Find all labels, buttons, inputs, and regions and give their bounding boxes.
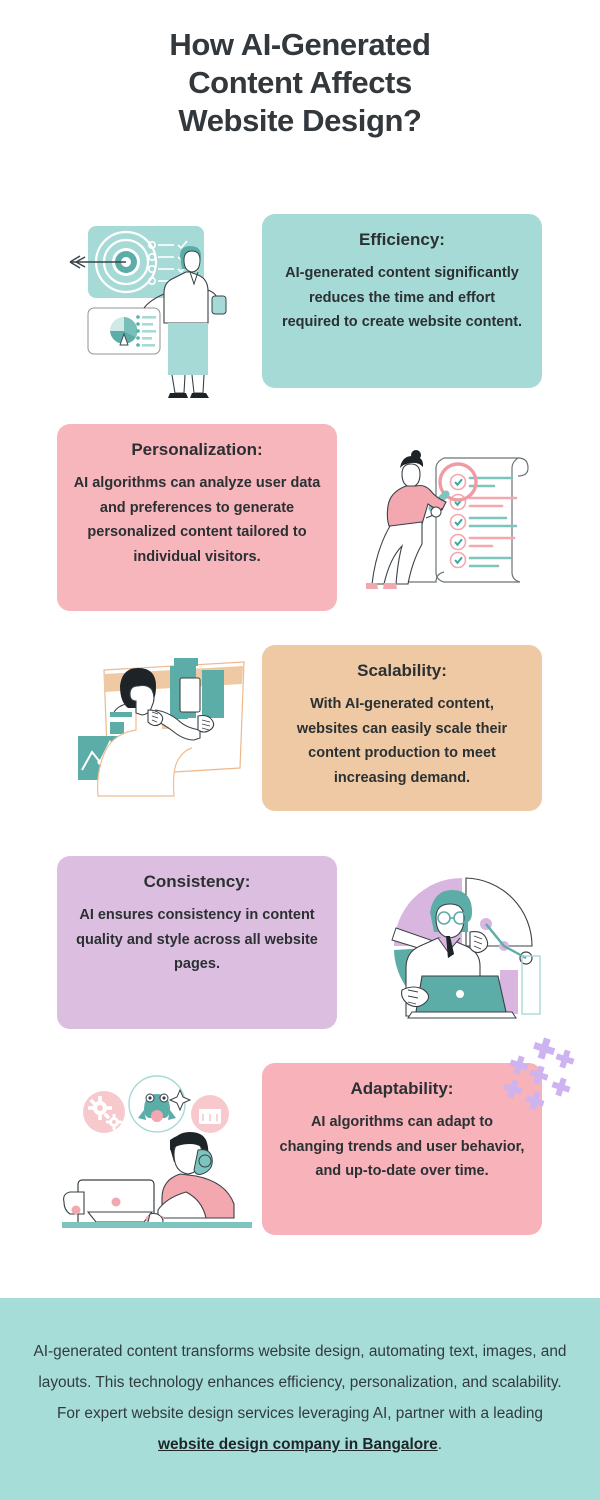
card-scalability-title: Scalability:: [357, 661, 447, 680]
page-title-line-3: Website Design?: [178, 103, 422, 138]
page-title: How AI-Generated Content Affects Website…: [0, 26, 600, 140]
card-consistency-body: AI ensures consistency in content qualit…: [76, 907, 318, 972]
page-title-line-2: Content Affects: [188, 65, 412, 100]
checklist-magnifier-illustration: [366, 450, 529, 589]
card-efficiency-body: AI-generated content significantly reduc…: [281, 265, 523, 330]
target-presentation-illustration: [69, 226, 227, 398]
card-personalization-body: AI algorithms can analyze user data and …: [73, 475, 321, 565]
card-consistency-title: Consistency:: [143, 872, 251, 891]
layout-builder-illustration: [78, 658, 245, 797]
footer-text-after-link: .: [437, 1436, 442, 1453]
sparkle-decoration-icon: [503, 1037, 575, 1111]
footer-text-before-link: AI-generated content transforms website …: [33, 1343, 567, 1422]
card-efficiency-title: Efficiency:: [359, 230, 445, 249]
desk-computer-illustration: ~~~~~~~~: [62, 1075, 252, 1228]
card-scalability: Scalability: With AI-generated content, …: [262, 645, 542, 811]
card-scalability-body: With AI-generated content, websites can …: [296, 696, 508, 786]
footer-text: AI-generated content transforms website …: [28, 1336, 572, 1460]
card-personalization-title: Personalization:: [131, 440, 263, 459]
card-adaptability-title: Adaptability:: [350, 1079, 454, 1098]
card-consistency: Consistency: AI ensures consistency in c…: [57, 856, 337, 1029]
card-personalization: Personalization: AI algorithms can analy…: [57, 424, 337, 611]
footer-band: AI-generated content transforms website …: [0, 1298, 600, 1500]
website-design-company-link[interactable]: website design company in Bangalore: [158, 1436, 438, 1453]
card-adaptability: Adaptability: AI algorithms can adapt to…: [262, 1063, 542, 1235]
analytics-laptop-illustration: [391, 877, 541, 1019]
page-title-line-1: How AI-Generated: [169, 27, 431, 62]
card-efficiency: Efficiency: AI-generated content signifi…: [262, 214, 542, 388]
card-adaptability-body: AI algorithms can adapt to changing tren…: [279, 1114, 525, 1179]
